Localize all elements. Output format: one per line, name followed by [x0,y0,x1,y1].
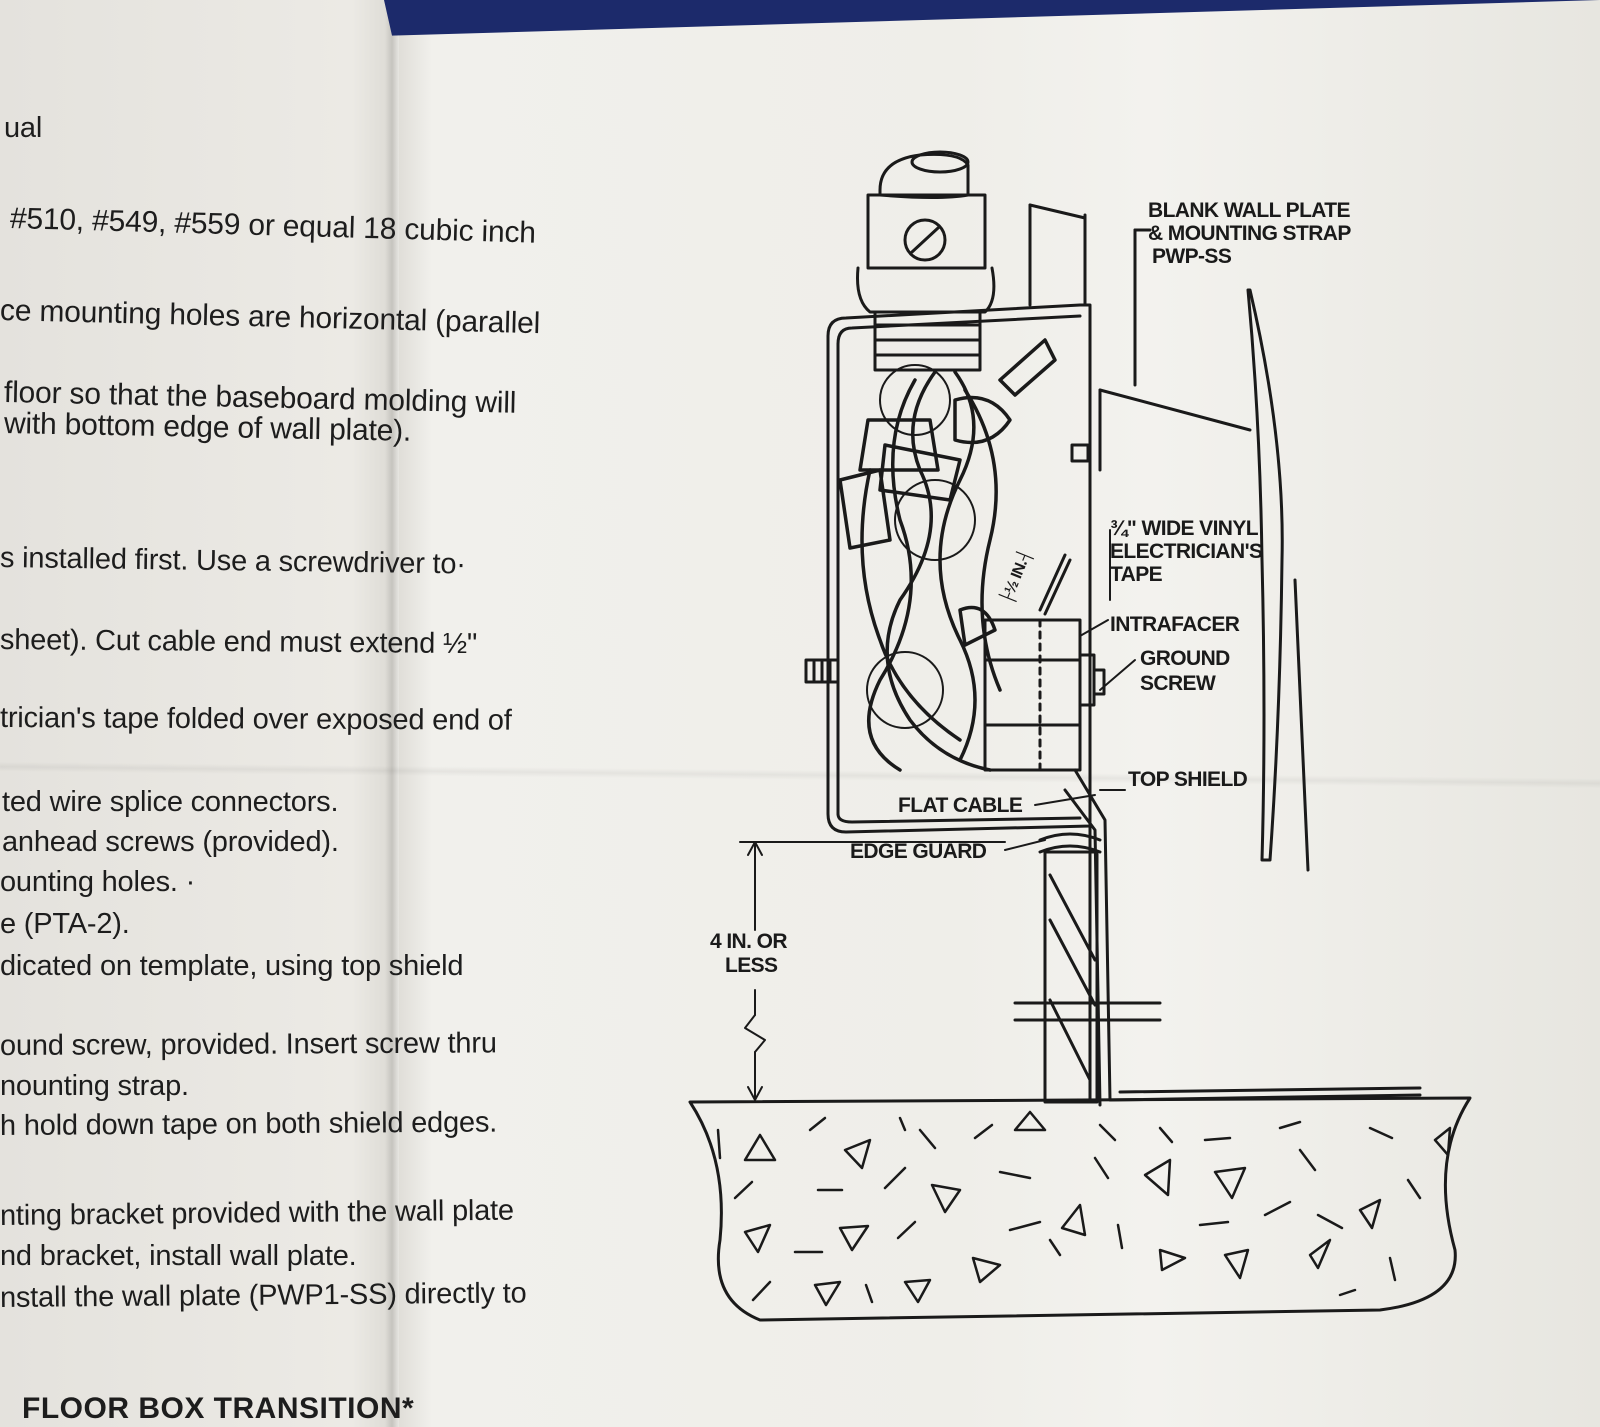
paper-fold-vertical [385,0,399,1427]
intrafacer [983,618,1106,772]
label-edge-guard: EDGE GUARD [850,840,987,863]
instruction-line: ounting holes. · [0,866,196,898]
flat-cable [1063,768,1422,1107]
label-flat-cable: FLAT CABLE [898,794,1023,817]
diagram-labels: BLANK WALL PLATE & MOUNTING STRAP PWP-SS… [710,199,1352,977]
label-ground-screw: SCREW [1140,672,1216,695]
label-intrafacer: INTRAFACER [1110,613,1240,636]
leader-lines [1004,529,1136,851]
label-wall-plate: PWP-SS [1152,245,1232,268]
label-distance: LESS [725,954,778,977]
label-half-inch: ├½ IN.┤ [996,547,1036,607]
distance-dimension [739,841,1006,1101]
section-heading: FLOOR BOX TRANSITION* [22,1392,415,1425]
instruction-line: e (PTA-2). [0,908,130,940]
label-ground-screw: GROUND [1140,647,1230,670]
instruction-line: anhead screws (provided). [2,826,339,858]
label-top-shield: TOP SHIELD [1128,768,1248,791]
wire-splices [838,338,1057,772]
label-tape: TAPE [1110,563,1163,586]
concrete-floor [688,1096,1472,1322]
instruction-line: nounting strap. [0,1070,189,1102]
wall-plate [1098,228,1310,872]
label-distance: 4 IN. OR [710,930,787,953]
edge-guard [1013,832,1162,1104]
instructions-text-column: ual #510, #549, #559 or equal 18 cubic i… [0,0,680,1427]
label-tape: ¾" WIDE VINYL [1110,517,1259,540]
tape-marker [1038,553,1072,616]
conduit-fitting [856,150,996,372]
label-wall-plate: & MOUNTING STRAP [1148,222,1351,245]
instruction-line: nd bracket, install wall plate. [0,1240,357,1272]
instruction-line: dicated on template, using top shield [0,950,464,982]
instruction-line: ual [4,112,43,144]
label-wall-plate: BLANK WALL PLATE [1148,199,1351,222]
instruction-line: ted wire splice connectors. [2,786,339,818]
label-tape: ELECTRICIAN'S [1110,540,1263,563]
wall-stud [1028,203,1102,1102]
